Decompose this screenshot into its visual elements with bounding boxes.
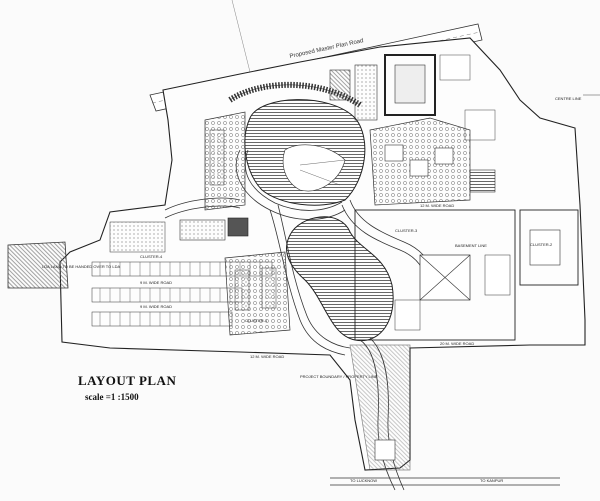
drawing-scale: scale =1 :1500 xyxy=(85,392,139,402)
basement-line-label: BASEMENT LINE xyxy=(455,243,487,248)
entrance-road xyxy=(349,344,411,471)
highway: TO LUCKNOW TO KANPUR xyxy=(330,477,560,486)
east-tower-cluster xyxy=(369,117,496,206)
cluster-2-label: CLUSTER-2 xyxy=(530,242,553,247)
southwest-cluster: CLUSTER-1 xyxy=(224,251,291,336)
central-green-oval xyxy=(244,99,366,206)
road-9m-label-west: 9 M. WIDE ROAD xyxy=(140,280,172,285)
cluster-3-label: CLUSTER-3 xyxy=(395,228,418,233)
cluster-4-label: CLUSTER-4 xyxy=(140,254,163,259)
west-tower-cluster xyxy=(179,111,249,241)
to-lucknow-label: TO LUCKNOW xyxy=(350,478,377,483)
road-9m-label-west-2: 9 M. WIDE ROAD xyxy=(140,304,172,309)
east-block: CLUSTER-2 xyxy=(519,209,579,286)
road-12m-label-south: 12 M. WIDE ROAD xyxy=(250,354,284,359)
centre-line-label: CENTRE LINE xyxy=(555,96,582,101)
lda-land-label: LDA LAND TO BE HANDED OVER TO LDA xyxy=(42,264,121,269)
commercial-block: BASEMENT LINE CLUSTER-3 xyxy=(354,209,516,341)
lda-land-parcel: LDA LAND TO BE HANDED OVER TO LDA xyxy=(7,241,121,289)
road-20m-label: 20 M. WIDE ROAD xyxy=(440,341,474,346)
road-12m-label: 12 M. WIDE ROAD xyxy=(420,203,454,208)
drawing-title: LAYOUT PLAN xyxy=(78,373,176,388)
reference-line xyxy=(231,0,253,81)
title-block: LAYOUT PLAN scale =1 :1500 xyxy=(78,373,176,402)
row-housing-west xyxy=(91,221,273,327)
east-road-labels: 12 M. WIDE ROAD 20 M. WIDE ROAD 12 M. WI… xyxy=(250,96,582,379)
to-kanpur-label: TO KANPUR xyxy=(480,478,503,483)
cluster-1-label: CLUSTER-1 xyxy=(245,318,268,323)
west-road-labels: 9 M. WIDE ROAD 9 M. WIDE ROAD CLUSTER-4 xyxy=(140,254,172,309)
project-boundary-label: PROJECT BOUNDARY / PROPERTY LINE xyxy=(300,374,378,379)
central-green-lobe xyxy=(286,216,394,342)
